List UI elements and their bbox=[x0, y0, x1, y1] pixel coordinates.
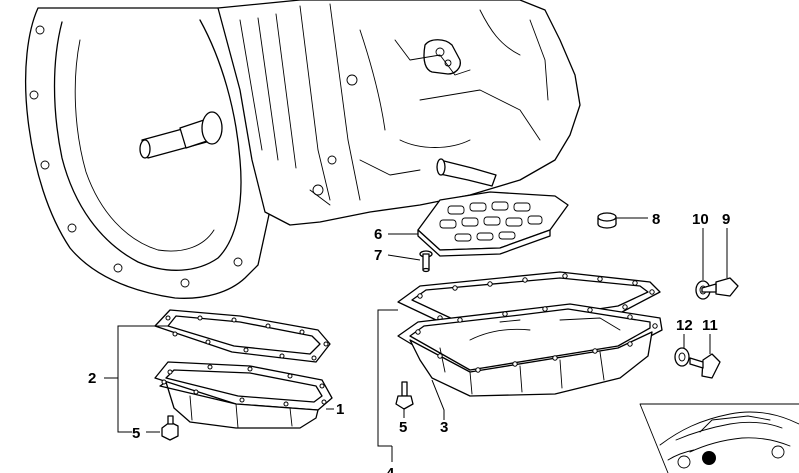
small-pan-gasket bbox=[154, 309, 331, 363]
callout-5-center: 5 bbox=[399, 419, 407, 436]
transmission-housing bbox=[24, 0, 581, 299]
location-marker-icon bbox=[702, 451, 716, 465]
callout-labels: 1 2 3 4 5 5 6 7 8 10 9 12 11 bbox=[88, 211, 730, 473]
bolt-11 bbox=[689, 353, 721, 379]
leader-lines bbox=[104, 217, 728, 462]
pan-bolt-center bbox=[395, 381, 414, 410]
oil-filter bbox=[417, 191, 569, 257]
callout-7: 7 bbox=[374, 247, 382, 264]
vehicle-locator-thumbnail bbox=[639, 403, 799, 473]
callout-6: 6 bbox=[374, 226, 382, 243]
callout-5-left: 5 bbox=[132, 425, 140, 442]
callout-8: 8 bbox=[652, 211, 660, 228]
callout-4: 4 bbox=[386, 465, 395, 473]
callout-11: 11 bbox=[702, 317, 718, 334]
large-oil-pan bbox=[397, 303, 663, 397]
filter-screw bbox=[419, 250, 433, 273]
callout-9: 9 bbox=[722, 211, 730, 228]
washer-12 bbox=[674, 347, 690, 367]
callout-3: 3 bbox=[440, 419, 448, 436]
pan-bolt-left bbox=[161, 415, 179, 441]
callout-2: 2 bbox=[88, 370, 96, 387]
small-oil-pan bbox=[154, 361, 333, 429]
callout-12: 12 bbox=[676, 317, 693, 334]
callout-1: 1 bbox=[336, 401, 344, 418]
bolt-9 bbox=[701, 277, 739, 297]
plug bbox=[597, 212, 617, 229]
callout-10: 10 bbox=[692, 211, 709, 228]
